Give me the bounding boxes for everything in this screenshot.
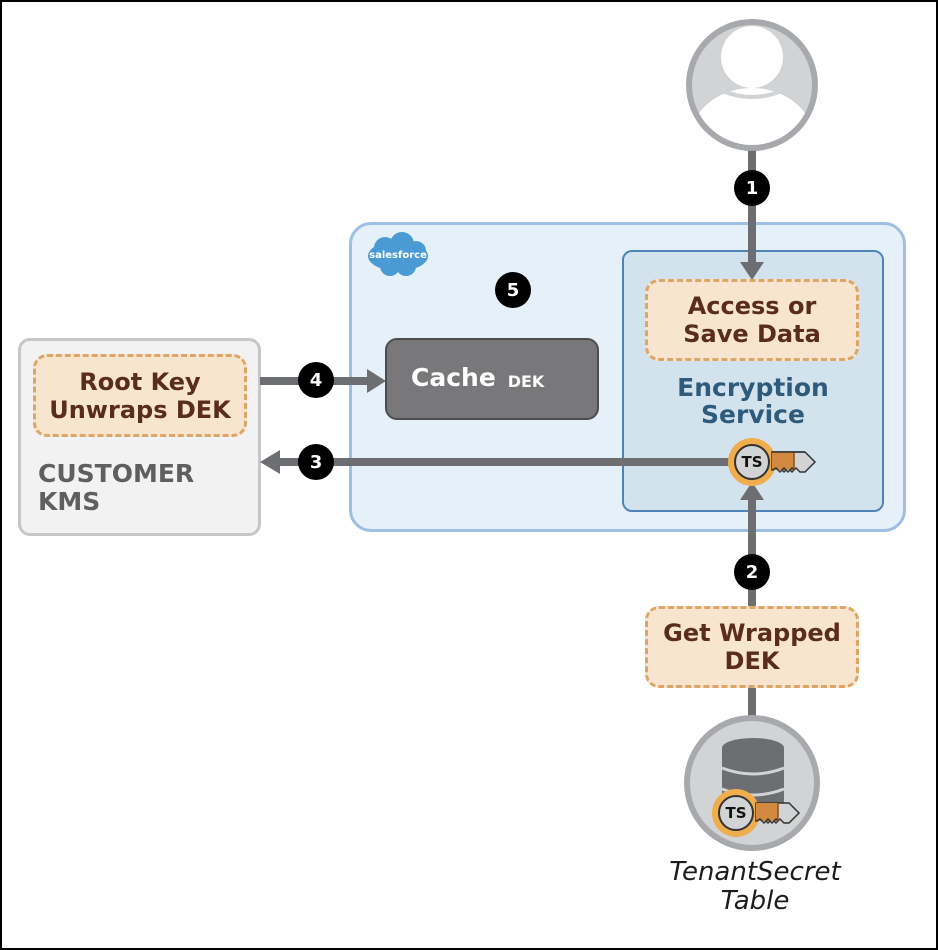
gw-line2: DEK	[724, 647, 780, 675]
enc-line1: Encryption	[677, 373, 829, 402]
ts-line1: TenantSecret	[669, 857, 841, 887]
dek-key-label-front: DEK	[507, 372, 545, 391]
ts-key-icon	[728, 438, 817, 486]
access-line1: Access or	[687, 292, 817, 320]
ts-line2: Table	[720, 886, 790, 916]
access-or-save-data-box: Access or Save Data	[645, 279, 859, 361]
get-wrapped-dek-box: Get Wrapped DEK	[645, 606, 859, 688]
cache-label: Cache	[411, 363, 496, 392]
enc-ts-key-label: TS	[741, 453, 763, 471]
step-badge-5: 5	[495, 272, 531, 308]
step-badge-4: 4	[298, 362, 334, 398]
arrow-step-3	[260, 450, 740, 474]
step-badge-3: 3	[298, 444, 334, 480]
kms-line1: CUSTOMER	[38, 459, 195, 488]
tenant-secret-table-icon	[684, 715, 820, 851]
customer-kms-label: CUSTOMER KMS	[38, 460, 194, 516]
cache-box	[385, 338, 599, 420]
ts-table-key-icon	[712, 789, 801, 837]
enc-line2: Service	[701, 400, 805, 429]
root-line2: Unwraps DEK	[49, 395, 231, 424]
salesforce-logo-text: salesforce	[369, 250, 427, 261]
root-line1: Root Key	[79, 367, 201, 396]
gw-line1: Get Wrapped	[663, 619, 841, 647]
root-key-box: Root Key Unwraps DEK	[33, 354, 247, 437]
step-badge-1: 1	[734, 170, 770, 206]
kms-line2: KMS	[38, 487, 101, 516]
user-avatar-icon	[686, 19, 818, 151]
salesforce-logo-icon	[368, 232, 428, 276]
tenant-secret-table-label: TenantSecret Table	[640, 858, 870, 916]
encryption-service-label: Encryption Service	[622, 374, 884, 428]
step-badge-2: 2	[734, 554, 770, 590]
access-line2: Save Data	[683, 320, 821, 348]
table-ts-key-label: TS	[725, 804, 747, 822]
arrow-step-1	[740, 150, 764, 280]
